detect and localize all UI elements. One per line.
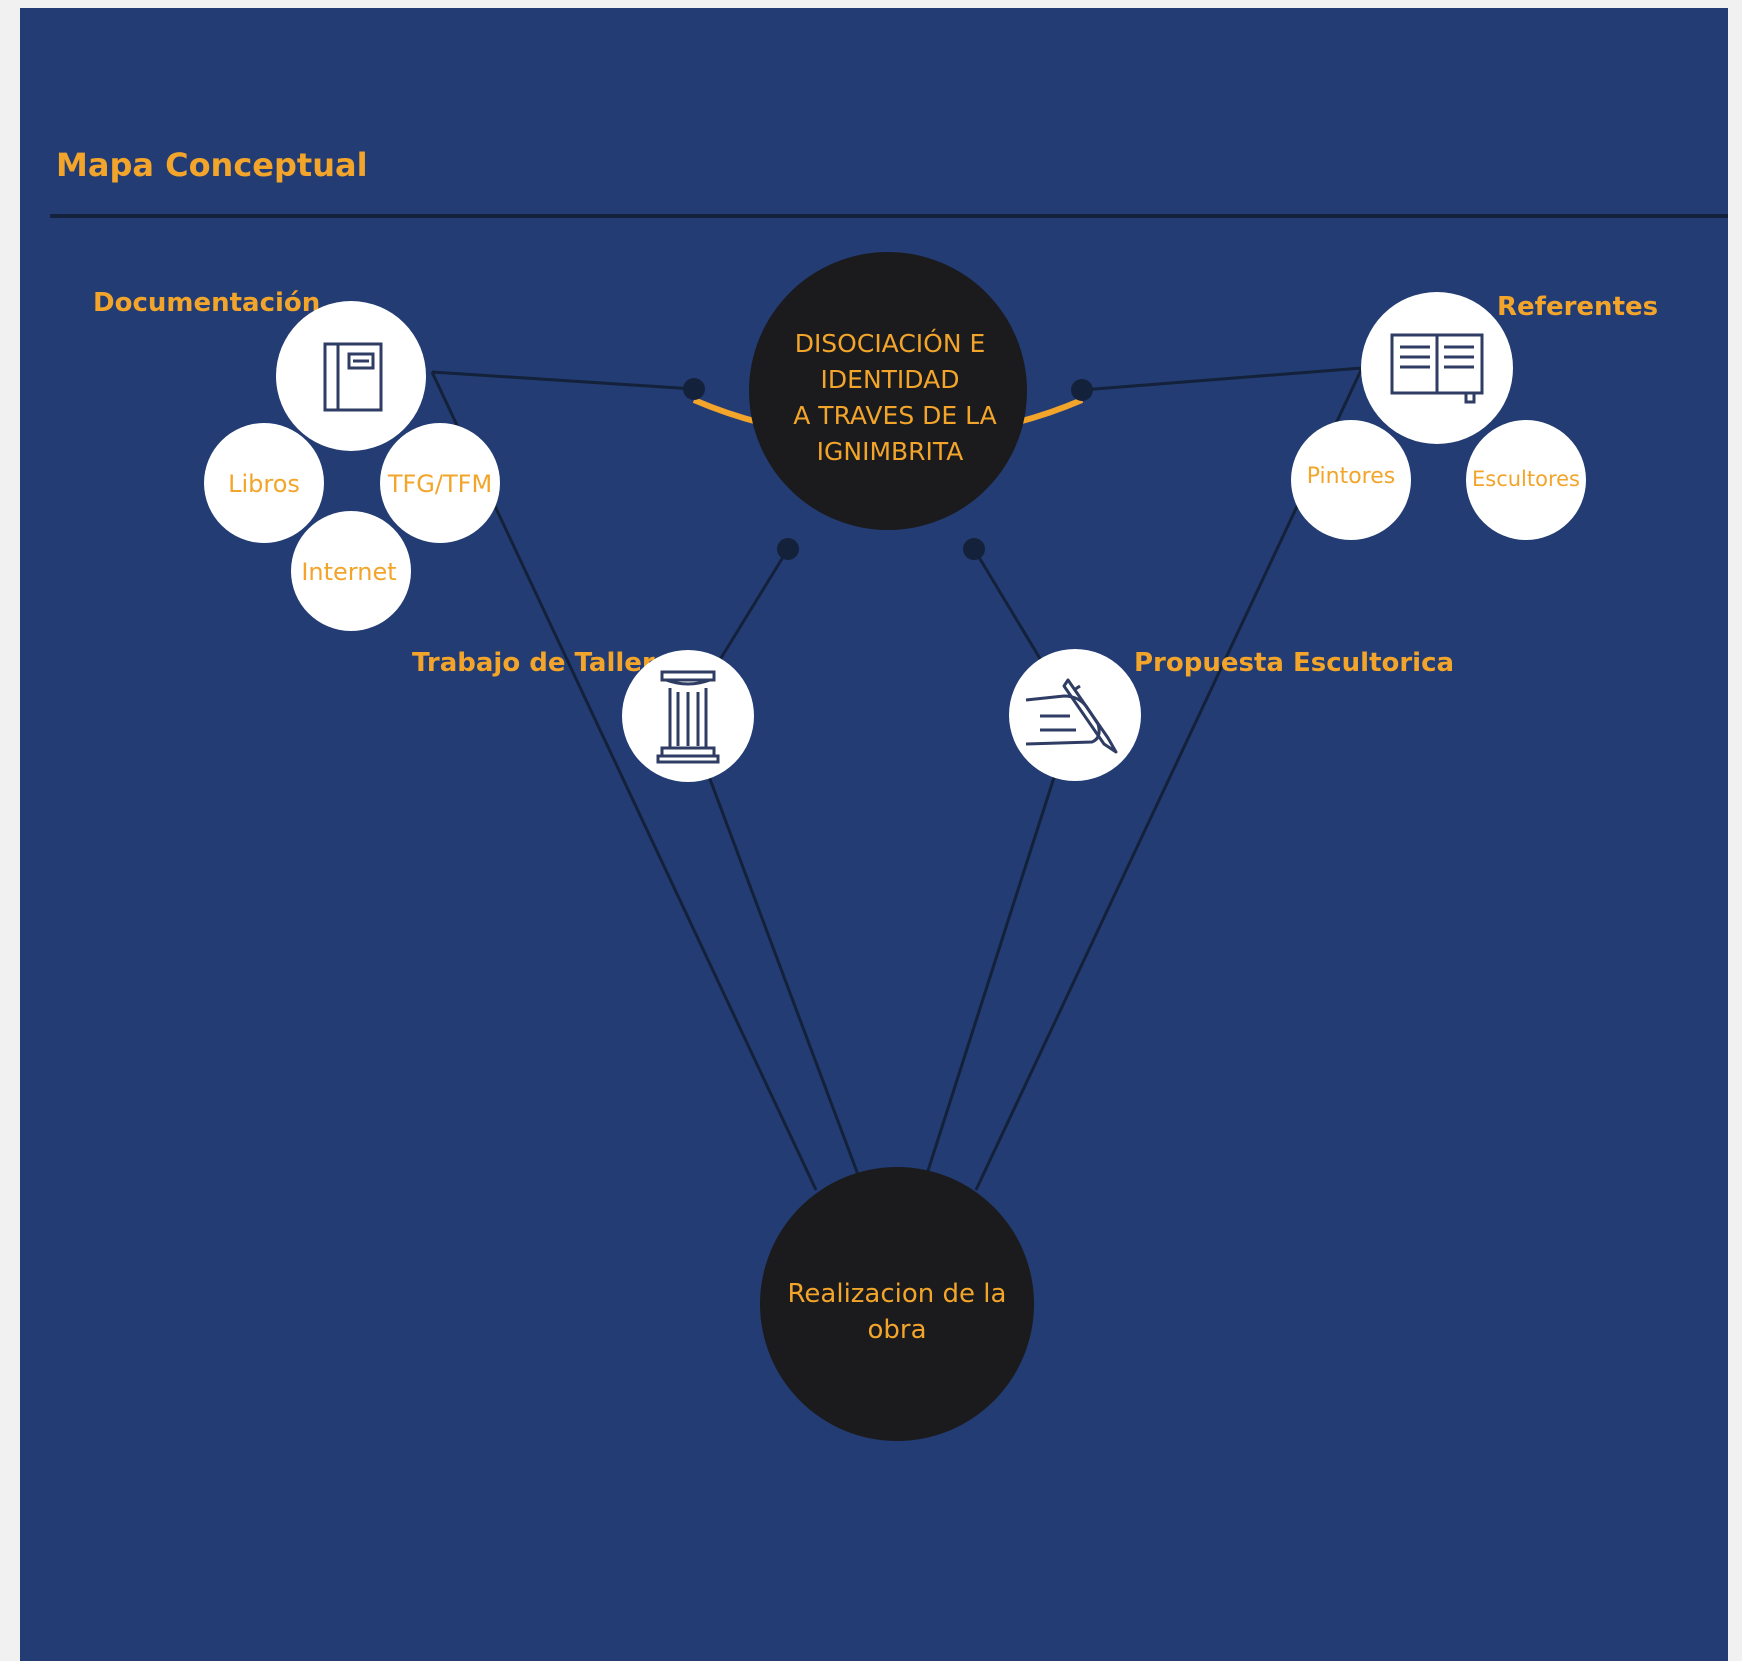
central-node-line: IDENTIDAD: [821, 365, 960, 394]
propuesta-label: Propuesta Escultorica: [1134, 648, 1454, 678]
final-node-line: obra: [867, 1315, 926, 1345]
central-node-line: DISOCIACIÓN E: [795, 328, 986, 358]
sub-node-tfg-tfm: [380, 423, 500, 543]
sub-node-label: TFG/TFM: [387, 470, 492, 498]
sub-node-label: Libros: [228, 470, 300, 498]
final-node-line: Realizacion de la: [788, 1279, 1007, 1309]
sub-node-internet: [291, 511, 411, 631]
notebook-icon: [323, 342, 383, 412]
connector-taller-final: [684, 714, 862, 1181]
sub-node-pintores: [1291, 420, 1411, 540]
central-node-line: IGNIMBRITA: [817, 437, 964, 466]
central-node: [749, 252, 1027, 530]
central-node-text: DISOCIACIÓN E IDENTIDAD A TRAVES DE LA I…: [793, 328, 997, 466]
dot-left: [683, 378, 705, 400]
page-title: Mapa Conceptual: [56, 146, 368, 184]
documentacion-node: [276, 301, 426, 451]
sub-node-libros: [204, 423, 324, 543]
final-node: [760, 1167, 1034, 1441]
sub-node-label: Escultores: [1472, 467, 1580, 491]
central-node-line: A TRAVES DE LA: [793, 401, 997, 430]
taller-label: Trabajo de Taller: [412, 648, 655, 678]
connection-dots: [683, 378, 1093, 560]
sub-node-label: Internet: [301, 558, 396, 586]
open-book-icon: [1390, 333, 1484, 404]
dot-bottom-left: [777, 538, 799, 560]
sub-node-escultores: [1466, 420, 1586, 540]
hand-pen-icon: [1025, 678, 1118, 754]
column-icon: [656, 670, 720, 764]
referentes-label: Referentes: [1497, 292, 1658, 322]
sub-node-label: Pintores: [1307, 464, 1395, 489]
dot-bottom-right: [963, 538, 985, 560]
connector-documentacion-center: [431, 370, 695, 391]
documentacion-label: Documentación: [93, 288, 320, 318]
propuesta-node: [1009, 649, 1141, 781]
right-edge-strip: [1728, 8, 1742, 1661]
connector-propuesta-final: [923, 714, 1076, 1181]
connector-referentes-center: [1081, 366, 1363, 392]
final-node-text: Realizacion de la obra: [788, 1279, 1007, 1345]
dot-right: [1071, 379, 1093, 401]
connector-documentacion-final: [430, 371, 818, 1191]
